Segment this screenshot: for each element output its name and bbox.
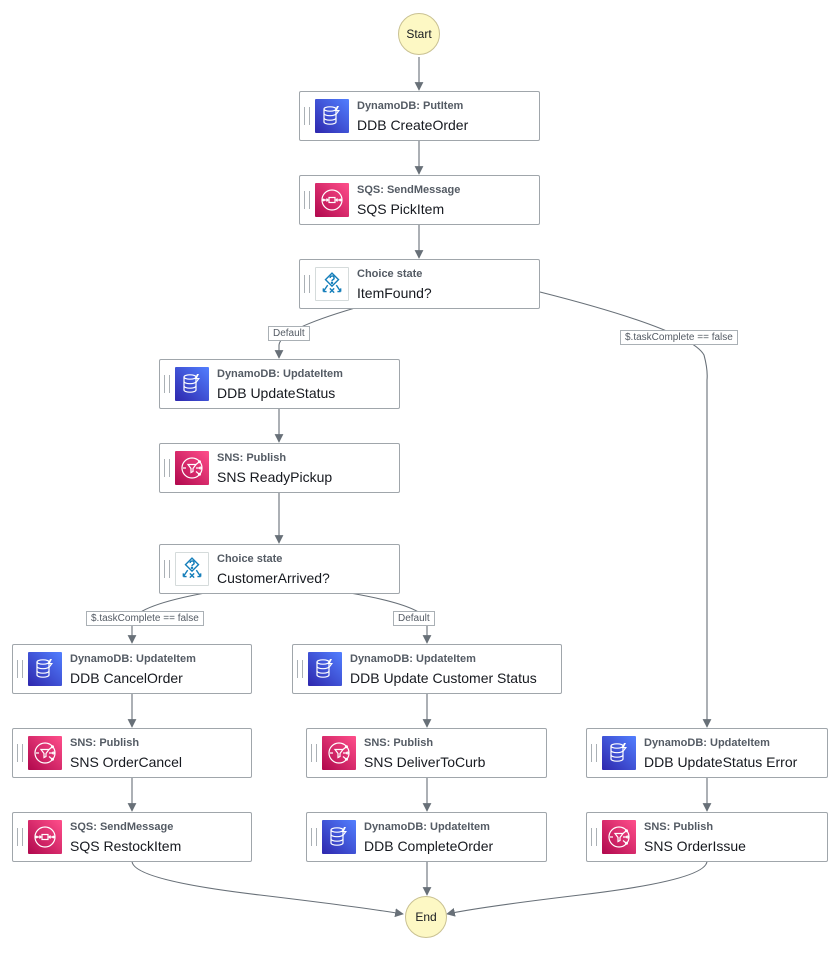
state-type: SNS: Publish xyxy=(217,451,287,464)
edge-itemfound-statuserror xyxy=(539,291,712,728)
state-sns-readypickup[interactable]: SNS: Publish SNS ReadyPickup xyxy=(159,443,400,493)
state-name: SQS RestockItem xyxy=(70,837,182,854)
state-name: CustomerArrived? xyxy=(217,569,330,586)
state-ddb-updatestatus[interactable]: DynamoDB: UpdateItem DDB UpdateStatus xyxy=(159,359,400,409)
dynamodb-icon xyxy=(322,820,356,854)
state-choice-itemfound[interactable]: Choice state ItemFound? xyxy=(299,259,540,309)
state-type: DynamoDB: UpdateItem xyxy=(364,820,490,833)
state-type: SNS: Publish xyxy=(364,736,434,749)
edge-restock-end xyxy=(131,860,404,918)
drag-handle[interactable] xyxy=(307,729,321,777)
edge-label-itemfound-false: $.taskComplete == false xyxy=(620,330,738,345)
state-name: DDB Update Customer Status xyxy=(350,669,537,686)
drag-handle[interactable] xyxy=(307,813,321,861)
state-name: SNS OrderIssue xyxy=(644,837,746,854)
state-ddb-updatestatuserror[interactable]: DynamoDB: UpdateItem DDB UpdateStatus Er… xyxy=(586,728,828,778)
state-type: DynamoDB: UpdateItem xyxy=(217,367,343,380)
dynamodb-icon xyxy=(602,736,636,770)
end-node[interactable]: End xyxy=(405,896,447,938)
state-sns-delivertocurb[interactable]: SNS: Publish SNS DeliverToCurb xyxy=(306,728,547,778)
state-type: DynamoDB: UpdateItem xyxy=(350,652,476,665)
drag-handle[interactable] xyxy=(293,645,307,693)
state-name: DDB CreateOrder xyxy=(357,116,469,133)
drag-handle[interactable] xyxy=(13,645,27,693)
state-type: SQS: SendMessage xyxy=(357,183,461,196)
drag-handle[interactable] xyxy=(160,444,174,492)
drag-handle[interactable] xyxy=(587,729,601,777)
dynamodb-icon xyxy=(308,652,342,686)
start-node[interactable]: Start xyxy=(398,13,440,55)
state-choice-customerarrived[interactable]: Choice state CustomerArrived? xyxy=(159,544,400,594)
choice-icon xyxy=(315,267,349,301)
state-type: SNS: Publish xyxy=(644,820,714,833)
state-type: DynamoDB: UpdateItem xyxy=(644,736,770,749)
state-sns-ordercancel[interactable]: SNS: Publish SNS OrderCancel xyxy=(12,728,252,778)
sqs-icon xyxy=(28,820,62,854)
dynamodb-icon xyxy=(28,652,62,686)
state-type: DynamoDB: PutItem xyxy=(357,99,464,112)
end-label: End xyxy=(415,910,437,924)
edge-label-customerarrived-false: $.taskComplete == false xyxy=(86,611,204,626)
dynamodb-icon xyxy=(315,99,349,133)
state-name: ItemFound? xyxy=(357,284,432,301)
sns-icon xyxy=(175,451,209,485)
sns-icon xyxy=(602,820,636,854)
drag-handle[interactable] xyxy=(300,260,314,308)
state-ddb-createorder[interactable]: DynamoDB: PutItem DDB CreateOrder xyxy=(299,91,540,141)
state-ddb-cancelorder[interactable]: DynamoDB: UpdateItem DDB CancelOrder xyxy=(12,644,252,694)
drag-handle[interactable] xyxy=(13,813,27,861)
drag-handle[interactable] xyxy=(160,545,174,593)
edge-label-customerarrived-default: Default xyxy=(393,611,435,626)
state-type: SQS: SendMessage xyxy=(70,820,174,833)
drag-handle[interactable] xyxy=(587,813,601,861)
edge-orderissue-end xyxy=(446,860,708,917)
drag-handle[interactable] xyxy=(13,729,27,777)
state-name: DDB UpdateStatus Error xyxy=(644,753,798,770)
state-name: SNS ReadyPickup xyxy=(217,468,333,485)
dynamodb-icon xyxy=(175,367,209,401)
state-name: SNS OrderCancel xyxy=(70,753,183,770)
start-label: Start xyxy=(406,27,432,41)
state-type: SNS: Publish xyxy=(70,736,140,749)
state-name: SQS PickItem xyxy=(357,200,445,217)
state-sns-orderissue[interactable]: SNS: Publish SNS OrderIssue xyxy=(586,812,828,862)
state-sqs-pickitem[interactable]: SQS: SendMessage SQS PickItem xyxy=(299,175,540,225)
state-name: DDB CancelOrder xyxy=(70,669,183,686)
sqs-icon xyxy=(315,183,349,217)
drag-handle[interactable] xyxy=(300,176,314,224)
sns-icon xyxy=(322,736,356,770)
sns-icon xyxy=(28,736,62,770)
state-type: Choice state xyxy=(357,267,423,280)
state-name: SNS DeliverToCurb xyxy=(364,753,486,770)
edge-label-itemfound-default: Default xyxy=(268,326,310,341)
choice-icon xyxy=(175,552,209,586)
state-type: Choice state xyxy=(217,552,283,565)
drag-handle[interactable] xyxy=(160,360,174,408)
state-ddb-updatecustomerstatus[interactable]: DynamoDB: UpdateItem DDB Update Customer… xyxy=(292,644,562,694)
state-ddb-completeorder[interactable]: DynamoDB: UpdateItem DDB CompleteOrder xyxy=(306,812,547,862)
state-sqs-restockitem[interactable]: SQS: SendMessage SQS RestockItem xyxy=(12,812,252,862)
drag-handle[interactable] xyxy=(300,92,314,140)
state-type: DynamoDB: UpdateItem xyxy=(70,652,196,665)
state-name: DDB UpdateStatus xyxy=(217,384,336,401)
state-name: DDB CompleteOrder xyxy=(364,837,494,854)
